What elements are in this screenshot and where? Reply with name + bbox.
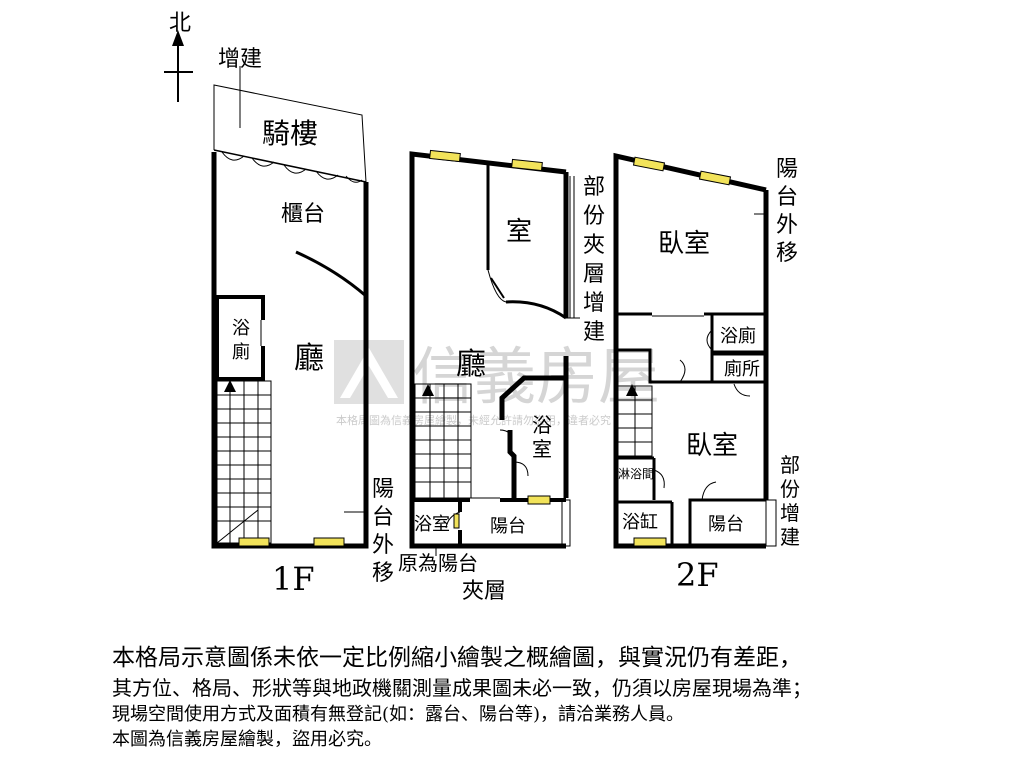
label-mezz-living: 廳: [456, 347, 486, 382]
disclaimer-line-2: 其方位、格局、形狀等與地政機關測量成果圖未必一致，仍須以房屋現場為準；: [112, 676, 812, 700]
watermark-notice: 本格局圖為信義房屋繪製，未經允許請勿盜用，違者必究: [336, 413, 611, 427]
label-2f-name: 2F: [676, 556, 719, 594]
disclaimer-line-1: 本格局示意圖係未依一定比例縮小繪製之概繪圖，與實況仍有差距，: [112, 645, 802, 671]
label-2f-bath-toilet: 浴廁: [720, 325, 756, 347]
label-2f-shower: 淋浴間: [618, 467, 654, 481]
label-1f-living: 廳: [294, 341, 324, 376]
label-mezz-partial-addition: 部份夾層增建: [583, 175, 605, 345]
disclaimer-line-3: 現場空間使用方式及面積有無登記(如：露台、陽台等)，請洽業務人員。: [112, 704, 685, 725]
disclaimer-line-4: 本圖為信義房屋繪製，盜用必究。: [112, 729, 382, 750]
north-label: 北: [169, 11, 191, 36]
label-2f-bathtub: 浴缸: [622, 511, 658, 533]
label-1f-name: 1F: [272, 560, 315, 598]
label-mezz-orig-balcony: 原為陽台: [398, 551, 478, 575]
label-2f-balcony: 陽台: [708, 514, 744, 535]
label-mezz-bath-small: 浴室: [414, 514, 450, 535]
watermark: 信義房屋 本格局圖為信義房屋繪製，未經允許請勿盜用，違者必究: [334, 340, 660, 427]
label-2f-bedroom-south: 臥室: [686, 431, 738, 461]
disclaimer-notes: 本格局示意圖係未依一定比例縮小繪製之概繪圖，與實況仍有差距， 其方位、格局、形狀…: [112, 642, 992, 752]
label-mezz-bath: 浴室: [532, 413, 552, 461]
label-2f-bedroom-north: 臥室: [658, 229, 710, 259]
label-1f-counter: 櫃台: [281, 202, 325, 227]
label-1f-bath-toilet: 浴廁: [232, 318, 250, 363]
floor-2f: [613, 152, 777, 549]
label-1f-arcade: 騎樓: [262, 117, 318, 150]
north-arrow-icon: [164, 30, 193, 102]
label-mezz-mezzanine: 夾層: [462, 579, 506, 604]
label-1f-addition: 增建: [218, 47, 262, 72]
label-mezz-balcony: 陽台: [490, 516, 526, 537]
label-2f-partial-addition: 部份增建: [780, 453, 800, 549]
label-2f-balcony-moved: 陽台外移: [776, 157, 798, 266]
floor-plan-diagram: 北 信義房屋 本格局圖為信義房屋繪製，未經允許請勿盜用，違者必究: [164, 11, 800, 604]
brand-logo-icon: [334, 340, 404, 404]
label-1f-balcony-moved: 陽台外移: [372, 477, 394, 586]
label-2f-toilet: 廁所: [724, 358, 760, 380]
floor-1f: [211, 66, 369, 549]
floor-mezzanine: [409, 149, 580, 556]
label-mezz-room: 室: [506, 217, 532, 247]
